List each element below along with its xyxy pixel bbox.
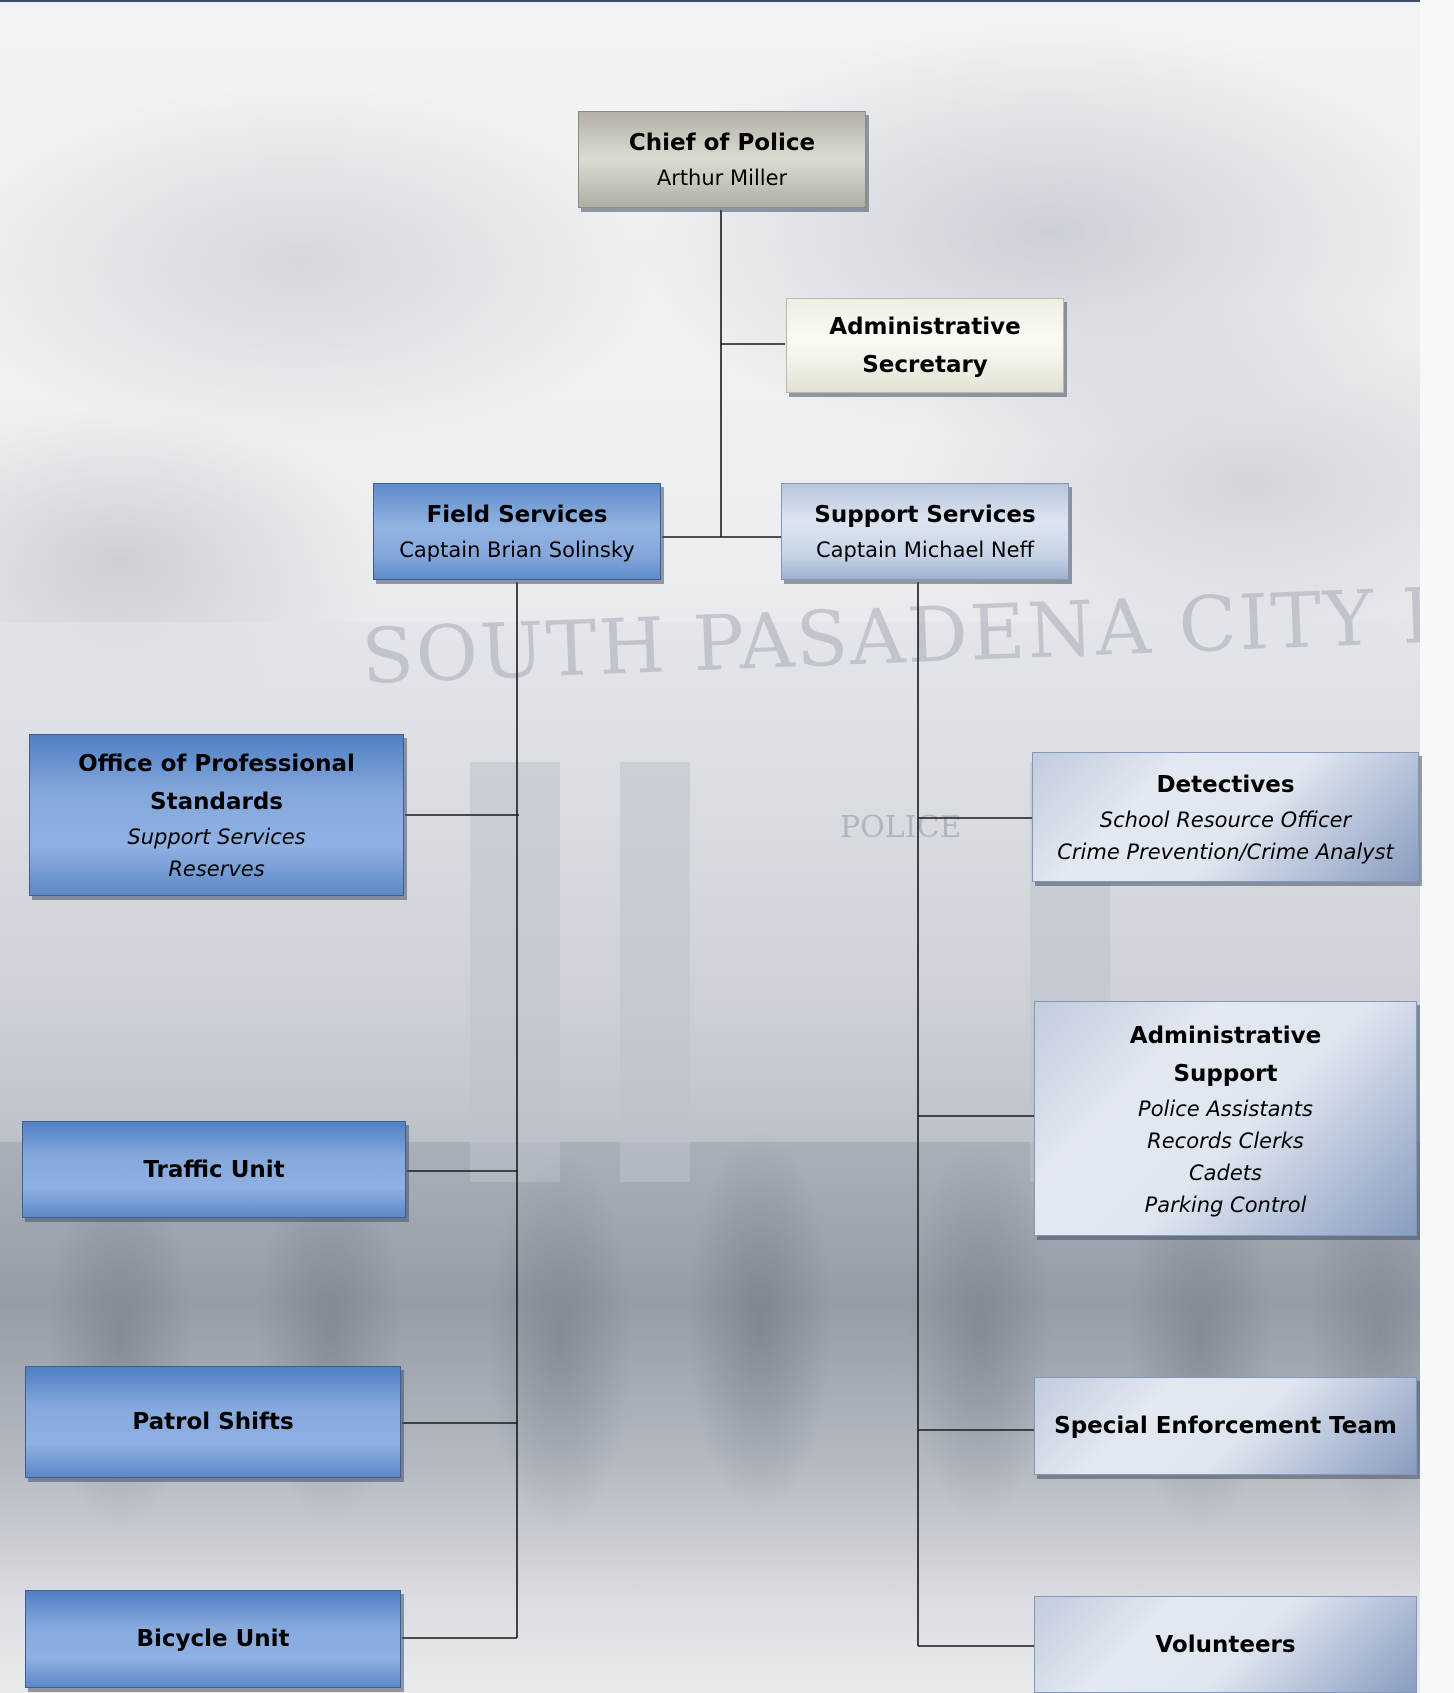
administrative-support-item: Cadets xyxy=(1189,1160,1262,1185)
bicycle-unit-box: Bicycle Unit xyxy=(25,1590,401,1688)
background-pillar xyxy=(470,762,560,1182)
chief-title: Chief of Police xyxy=(628,130,816,156)
administrative-support-item: Police Assistants xyxy=(1138,1096,1313,1121)
traffic-unit-title: Traffic Unit xyxy=(143,1156,285,1183)
detectives-item: School Resource Officer xyxy=(1099,808,1352,832)
patrol-shifts-box: Patrol Shifts xyxy=(25,1366,401,1478)
field-services-box: Field Services Captain Brian Solinsky xyxy=(373,483,661,580)
professional-standards-title-line2: Standards xyxy=(150,789,283,815)
professional-standards-box: Office of Professional Standards Support… xyxy=(29,734,404,896)
secretary-title-line2: Secretary xyxy=(862,351,988,378)
patrol-shifts-title: Patrol Shifts xyxy=(132,1409,294,1435)
special-enforcement-team-title: Special Enforcement Team xyxy=(1054,1413,1397,1439)
support-services-captain: Captain Michael Neff xyxy=(816,538,1034,562)
professional-standards-title-line1: Office of Professional xyxy=(78,751,355,777)
support-services-title: Support Services xyxy=(814,502,1036,528)
chief-name: Arthur Miller xyxy=(656,166,788,190)
chief-of-police-box: Chief of Police Arthur Miller xyxy=(578,111,866,208)
professional-standards-item: Support Services xyxy=(127,825,306,849)
secretary-title-line1: Administrative xyxy=(829,313,1021,340)
administrative-support-item: Records Clerks xyxy=(1147,1128,1304,1153)
professional-standards-item: Reserves xyxy=(168,857,265,881)
detectives-box: Detectives School Resource Officer Crime… xyxy=(1032,752,1419,882)
field-services-title: Field Services xyxy=(426,502,608,528)
volunteers-title: Volunteers xyxy=(1155,1631,1296,1658)
administrative-support-title-line1: Administrative xyxy=(1129,1022,1322,1049)
detectives-item: Crime Prevention/Crime Analyst xyxy=(1057,840,1394,864)
traffic-unit-box: Traffic Unit xyxy=(22,1121,406,1218)
support-services-box: Support Services Captain Michael Neff xyxy=(781,483,1069,580)
top-rule xyxy=(0,0,1442,2)
special-enforcement-team-box: Special Enforcement Team xyxy=(1034,1377,1417,1475)
field-services-captain: Captain Brian Solinsky xyxy=(399,538,635,562)
administrative-support-item: Parking Control xyxy=(1144,1192,1307,1217)
administrative-secretary-box: Administrative Secretary xyxy=(786,298,1064,393)
bicycle-unit-title: Bicycle Unit xyxy=(136,1626,290,1652)
administrative-support-title-line2: Support xyxy=(1173,1060,1278,1087)
page-margin xyxy=(1420,0,1454,1693)
background-pillar xyxy=(620,762,690,1182)
volunteers-box: Volunteers xyxy=(1034,1596,1417,1693)
administrative-support-box: Administrative Support Police Assistants… xyxy=(1034,1001,1417,1236)
background-police-text: POLICE xyxy=(840,810,962,845)
detectives-title: Detectives xyxy=(1156,772,1295,798)
